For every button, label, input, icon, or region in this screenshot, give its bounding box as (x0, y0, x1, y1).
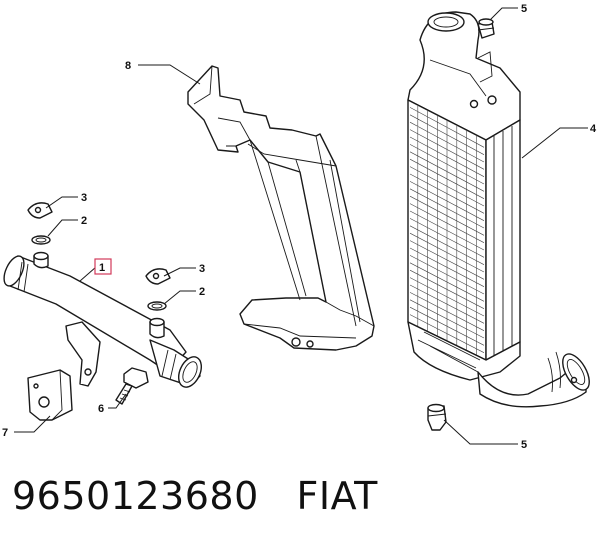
brand-name: FIAT (296, 474, 378, 518)
clip-right (145, 268, 171, 285)
callout-5-bottom: 5 (521, 439, 527, 451)
mounting-bracket (27, 369, 73, 421)
rubber-grommet-top (477, 18, 495, 39)
callout-6: 6 (98, 403, 104, 415)
leader-lines (14, 7, 588, 445)
callout-2-right: 2 (199, 286, 205, 298)
exploded-parts-diagram: 8 5 4 5 3 2 3 2 1 6 7 (2, 3, 597, 451)
clip-left (27, 202, 53, 219)
air-duct-shroud (187, 65, 375, 351)
charge-air-pipe (3, 251, 203, 388)
callout-4: 4 (590, 123, 597, 135)
rubber-grommet-bottom (427, 403, 447, 431)
radiator-fin-grid (409, 105, 485, 356)
bolt (115, 367, 149, 405)
callout-8: 8 (125, 60, 131, 72)
callout-1: 1 (99, 262, 105, 274)
callout-3-right: 3 (199, 263, 205, 275)
caption-spacer (259, 474, 297, 518)
part-number: 9650123680 (12, 474, 259, 518)
callout-5-top: 5 (521, 3, 527, 15)
callout-1-highlight-box (94, 258, 112, 275)
callout-3-left: 3 (81, 192, 87, 204)
o-ring-right (147, 301, 167, 311)
callout-7: 7 (2, 427, 8, 439)
callout-2-left: 2 (81, 215, 87, 227)
o-ring-left (31, 235, 51, 245)
intercooler-radiator (407, 11, 590, 408)
part-caption: 9650123680 FIAT (12, 470, 378, 522)
